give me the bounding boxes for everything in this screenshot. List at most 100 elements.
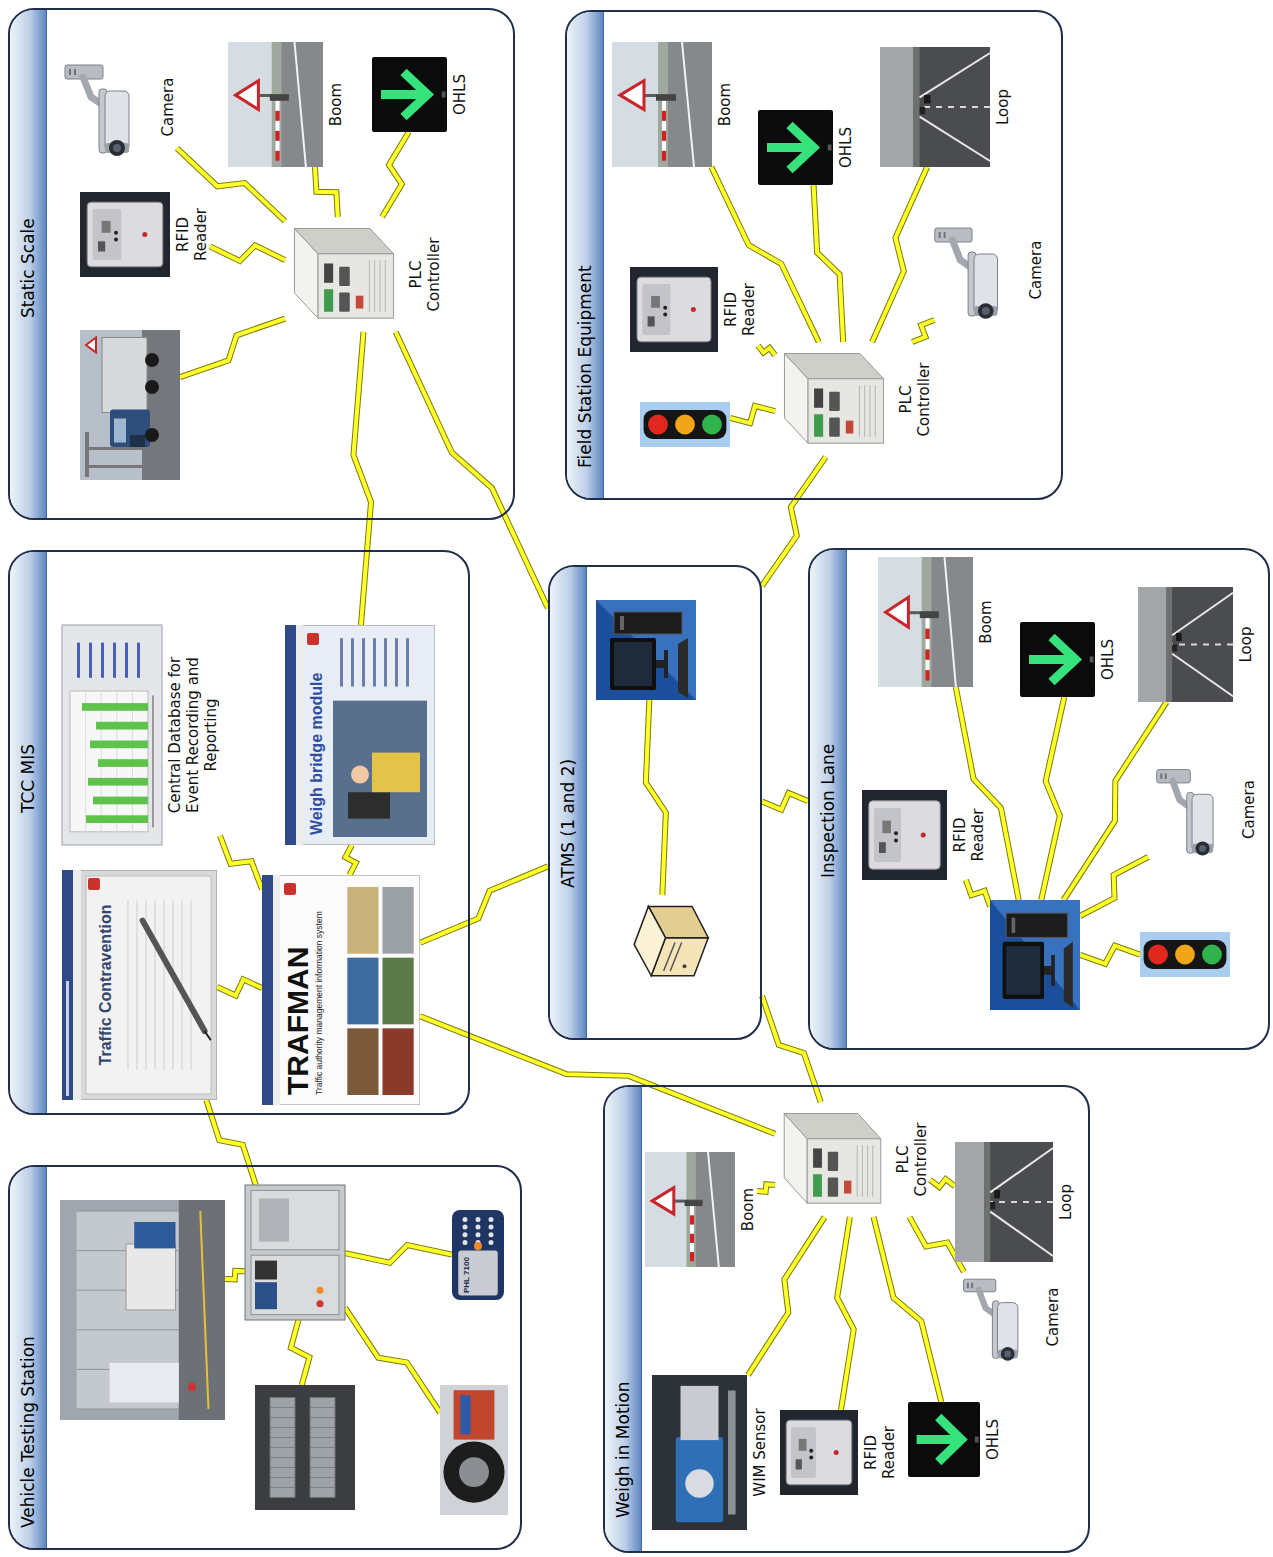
plc-part — [784, 354, 883, 379]
loop-part — [920, 106, 990, 108]
rfid-part — [663, 306, 667, 310]
roller-part — [270, 1467, 295, 1468]
loop-part — [913, 47, 920, 167]
connector-outline — [757, 1184, 775, 1191]
lightning-connector — [762, 793, 808, 810]
device-label: Boom — [739, 1152, 757, 1267]
computer-picture — [990, 900, 1080, 1010]
server-part — [683, 964, 687, 968]
device-marking: PHL 7100 — [462, 1257, 471, 1293]
rfid-part — [894, 838, 898, 842]
truck-part — [85, 465, 145, 468]
traffic-part — [1202, 945, 1222, 965]
device-node: RFID Reader — [780, 1410, 898, 1495]
plc-part — [867, 1145, 868, 1197]
connector-outline — [420, 1016, 775, 1134]
wire-core — [345, 1245, 452, 1263]
device-label: Central Database for Event Recording and… — [166, 655, 220, 815]
loop-part — [1172, 593, 1233, 636]
rfid-part — [874, 808, 901, 862]
rfid-part — [780, 1410, 858, 1495]
tc-part — [143, 921, 205, 1031]
lightning-wire — [291, 1320, 310, 1385]
boom-part — [276, 131, 280, 141]
chart-part — [101, 643, 104, 678]
truck-part — [110, 410, 150, 448]
boom-part — [612, 42, 712, 167]
loop-part — [1167, 587, 1173, 702]
roller-picture — [255, 1385, 355, 1510]
connector-outline — [382, 132, 409, 217]
wb-part — [340, 638, 343, 686]
tc-part — [205, 1031, 211, 1040]
screenshot-node: Weigh bridge module — [285, 625, 435, 845]
lightning-connector — [758, 346, 775, 356]
handheld-part — [463, 1225, 468, 1230]
traf-part — [262, 875, 420, 1105]
connector-outline — [420, 866, 548, 942]
wire-outline — [1080, 857, 1148, 916]
tc-part — [164, 900, 165, 1070]
rfid-part — [637, 277, 711, 342]
device-label: Camera — [1240, 762, 1258, 857]
camera-part — [109, 140, 125, 156]
wire-outline — [646, 700, 666, 895]
device-node: Boom — [878, 557, 995, 687]
boom-part — [276, 151, 280, 161]
connector-outline — [872, 167, 927, 342]
computer-part — [1006, 946, 1040, 994]
rfid-part — [114, 231, 118, 235]
device-label: PLC Controller — [407, 225, 443, 325]
loop-part — [955, 1142, 984, 1262]
boom-part — [620, 81, 644, 110]
handheld-part — [463, 1232, 468, 1237]
rfid-part — [862, 790, 947, 880]
device-node: WIM Sensor — [652, 1375, 769, 1530]
boom-part — [662, 131, 666, 141]
roller-part — [270, 1447, 295, 1448]
wire-core — [1080, 946, 1140, 964]
connector-outline — [345, 845, 355, 875]
lightning-connector — [420, 1016, 775, 1134]
plc-part — [318, 254, 394, 318]
ohls-part — [790, 125, 814, 170]
traf-part — [383, 958, 414, 1025]
boom-part — [690, 1224, 694, 1233]
roller-part — [255, 1385, 355, 1510]
camera-part — [1192, 844, 1213, 854]
device-label: Loop — [1237, 587, 1255, 702]
wb-part — [384, 638, 387, 686]
traffic-part — [640, 402, 730, 447]
device-label: OHLS — [451, 57, 469, 132]
header-band: TCC MIS — [10, 552, 47, 1113]
roller-part — [270, 1427, 295, 1428]
boom-part — [662, 121, 666, 131]
camera-part — [939, 232, 941, 238]
boom-part — [926, 639, 930, 649]
rfid-part — [894, 831, 898, 835]
roller-part — [310, 1437, 335, 1438]
plc-part — [862, 1145, 863, 1197]
plc-part — [814, 414, 823, 437]
header-band: ATMS (1 and 2) — [550, 567, 587, 1038]
lightning-connector — [217, 979, 262, 995]
boom-part — [685, 1200, 703, 1206]
screenshot-text-area: Weigh bridge module — [285, 625, 327, 845]
boom-part — [276, 111, 280, 121]
group-box: Field Station EquipmentBoomOHLSLoopCamer… — [565, 10, 1063, 500]
boom-part — [690, 1252, 694, 1261]
wire-core — [291, 1320, 310, 1385]
chart-part — [90, 741, 148, 749]
wire-outline — [1064, 702, 1167, 900]
computer-part — [1051, 955, 1055, 986]
device-node: Camera — [55, 57, 177, 157]
connector-core — [382, 132, 409, 217]
group-box: Static ScaleCameraBoomOHLSRFID ReaderPLC… — [8, 8, 515, 520]
box-heading: TCC MIS — [10, 744, 46, 1113]
plc-part — [875, 385, 876, 437]
computer-part — [1006, 913, 1067, 937]
building-part — [77, 1211, 179, 1212]
lightning-wire — [345, 1245, 452, 1263]
boom-part — [690, 1215, 694, 1224]
